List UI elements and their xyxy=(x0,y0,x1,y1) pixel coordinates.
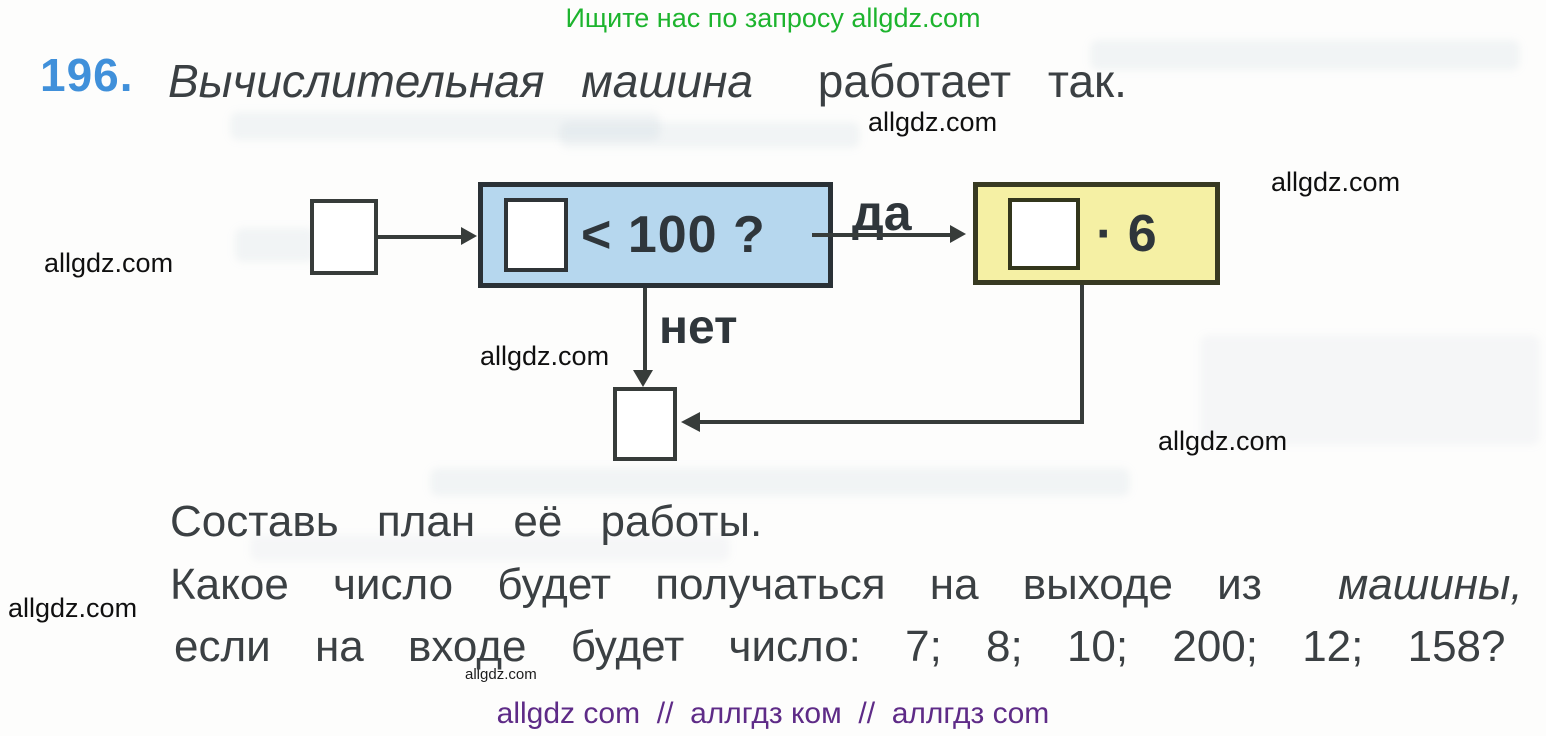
arrow-right-icon xyxy=(950,225,966,243)
operation-label: · 6 xyxy=(1096,204,1157,263)
watermark: allgdz.com xyxy=(480,341,610,371)
bleed-through-artifact xyxy=(250,535,730,561)
bleed-through-artifact xyxy=(1200,335,1540,445)
flowchart-output-square xyxy=(613,387,677,461)
condition-value-square xyxy=(504,198,568,272)
task-line-2-italic: машины, xyxy=(1338,560,1523,609)
watermark: allgdz.com xyxy=(44,248,174,278)
arrow-down-icon xyxy=(633,370,653,387)
no-edge-label: нет xyxy=(659,301,738,354)
problem-number: 196. xyxy=(40,49,134,101)
task-line-3: если на входе будет число: 7; 8; 10; 200… xyxy=(174,622,1506,671)
arrow-no-line xyxy=(643,288,647,370)
bleed-through-artifact xyxy=(1090,40,1520,70)
arrow-left-icon xyxy=(681,412,700,432)
watermark-small: allgdz.com xyxy=(465,666,537,683)
arrow-right-icon xyxy=(461,227,477,245)
arrow-input-to-condition-line xyxy=(378,235,463,239)
task-line-2-regular: Какое число будет получаться на выходе и… xyxy=(170,560,1262,609)
watermark: allgdz.com xyxy=(8,593,138,623)
flowchart-input-square xyxy=(310,199,378,275)
watermark: allgdz.com xyxy=(1158,426,1288,456)
problem-title-italic: Вычислительная машина xyxy=(168,55,753,107)
flowchart-operation-box: · 6 xyxy=(973,182,1220,285)
condition-label: < 100 ? xyxy=(581,206,766,264)
task-line-1: Составь план её работы. xyxy=(170,497,763,546)
footer-site-links: allgdz com // аллгдз ком // аллгдз com xyxy=(496,697,1050,730)
yes-edge-label: да xyxy=(852,185,912,241)
bleed-through-artifact xyxy=(430,468,1130,496)
bleed-through-artifact xyxy=(235,228,315,262)
return-path-horizontal-line xyxy=(700,420,1084,424)
watermark: allgdz.com xyxy=(1271,167,1401,197)
problem-title: Вычислительная машина работает так. xyxy=(168,54,1127,108)
watermark: allgdz.com xyxy=(868,107,998,137)
flowchart-condition-box: < 100 ? xyxy=(478,182,833,288)
arrow-yes-line xyxy=(812,233,952,237)
problem-title-regular: работает так. xyxy=(817,55,1127,107)
task-line-2: Какое число будет получаться на выходе и… xyxy=(170,560,1523,610)
bleed-through-artifact xyxy=(560,122,860,148)
return-path-vertical-line xyxy=(1080,285,1084,424)
promo-search-text: Ищите нас по запросу allgdz.com xyxy=(565,3,981,33)
bleed-through-artifact xyxy=(230,112,660,140)
operation-value-square xyxy=(1008,197,1080,270)
